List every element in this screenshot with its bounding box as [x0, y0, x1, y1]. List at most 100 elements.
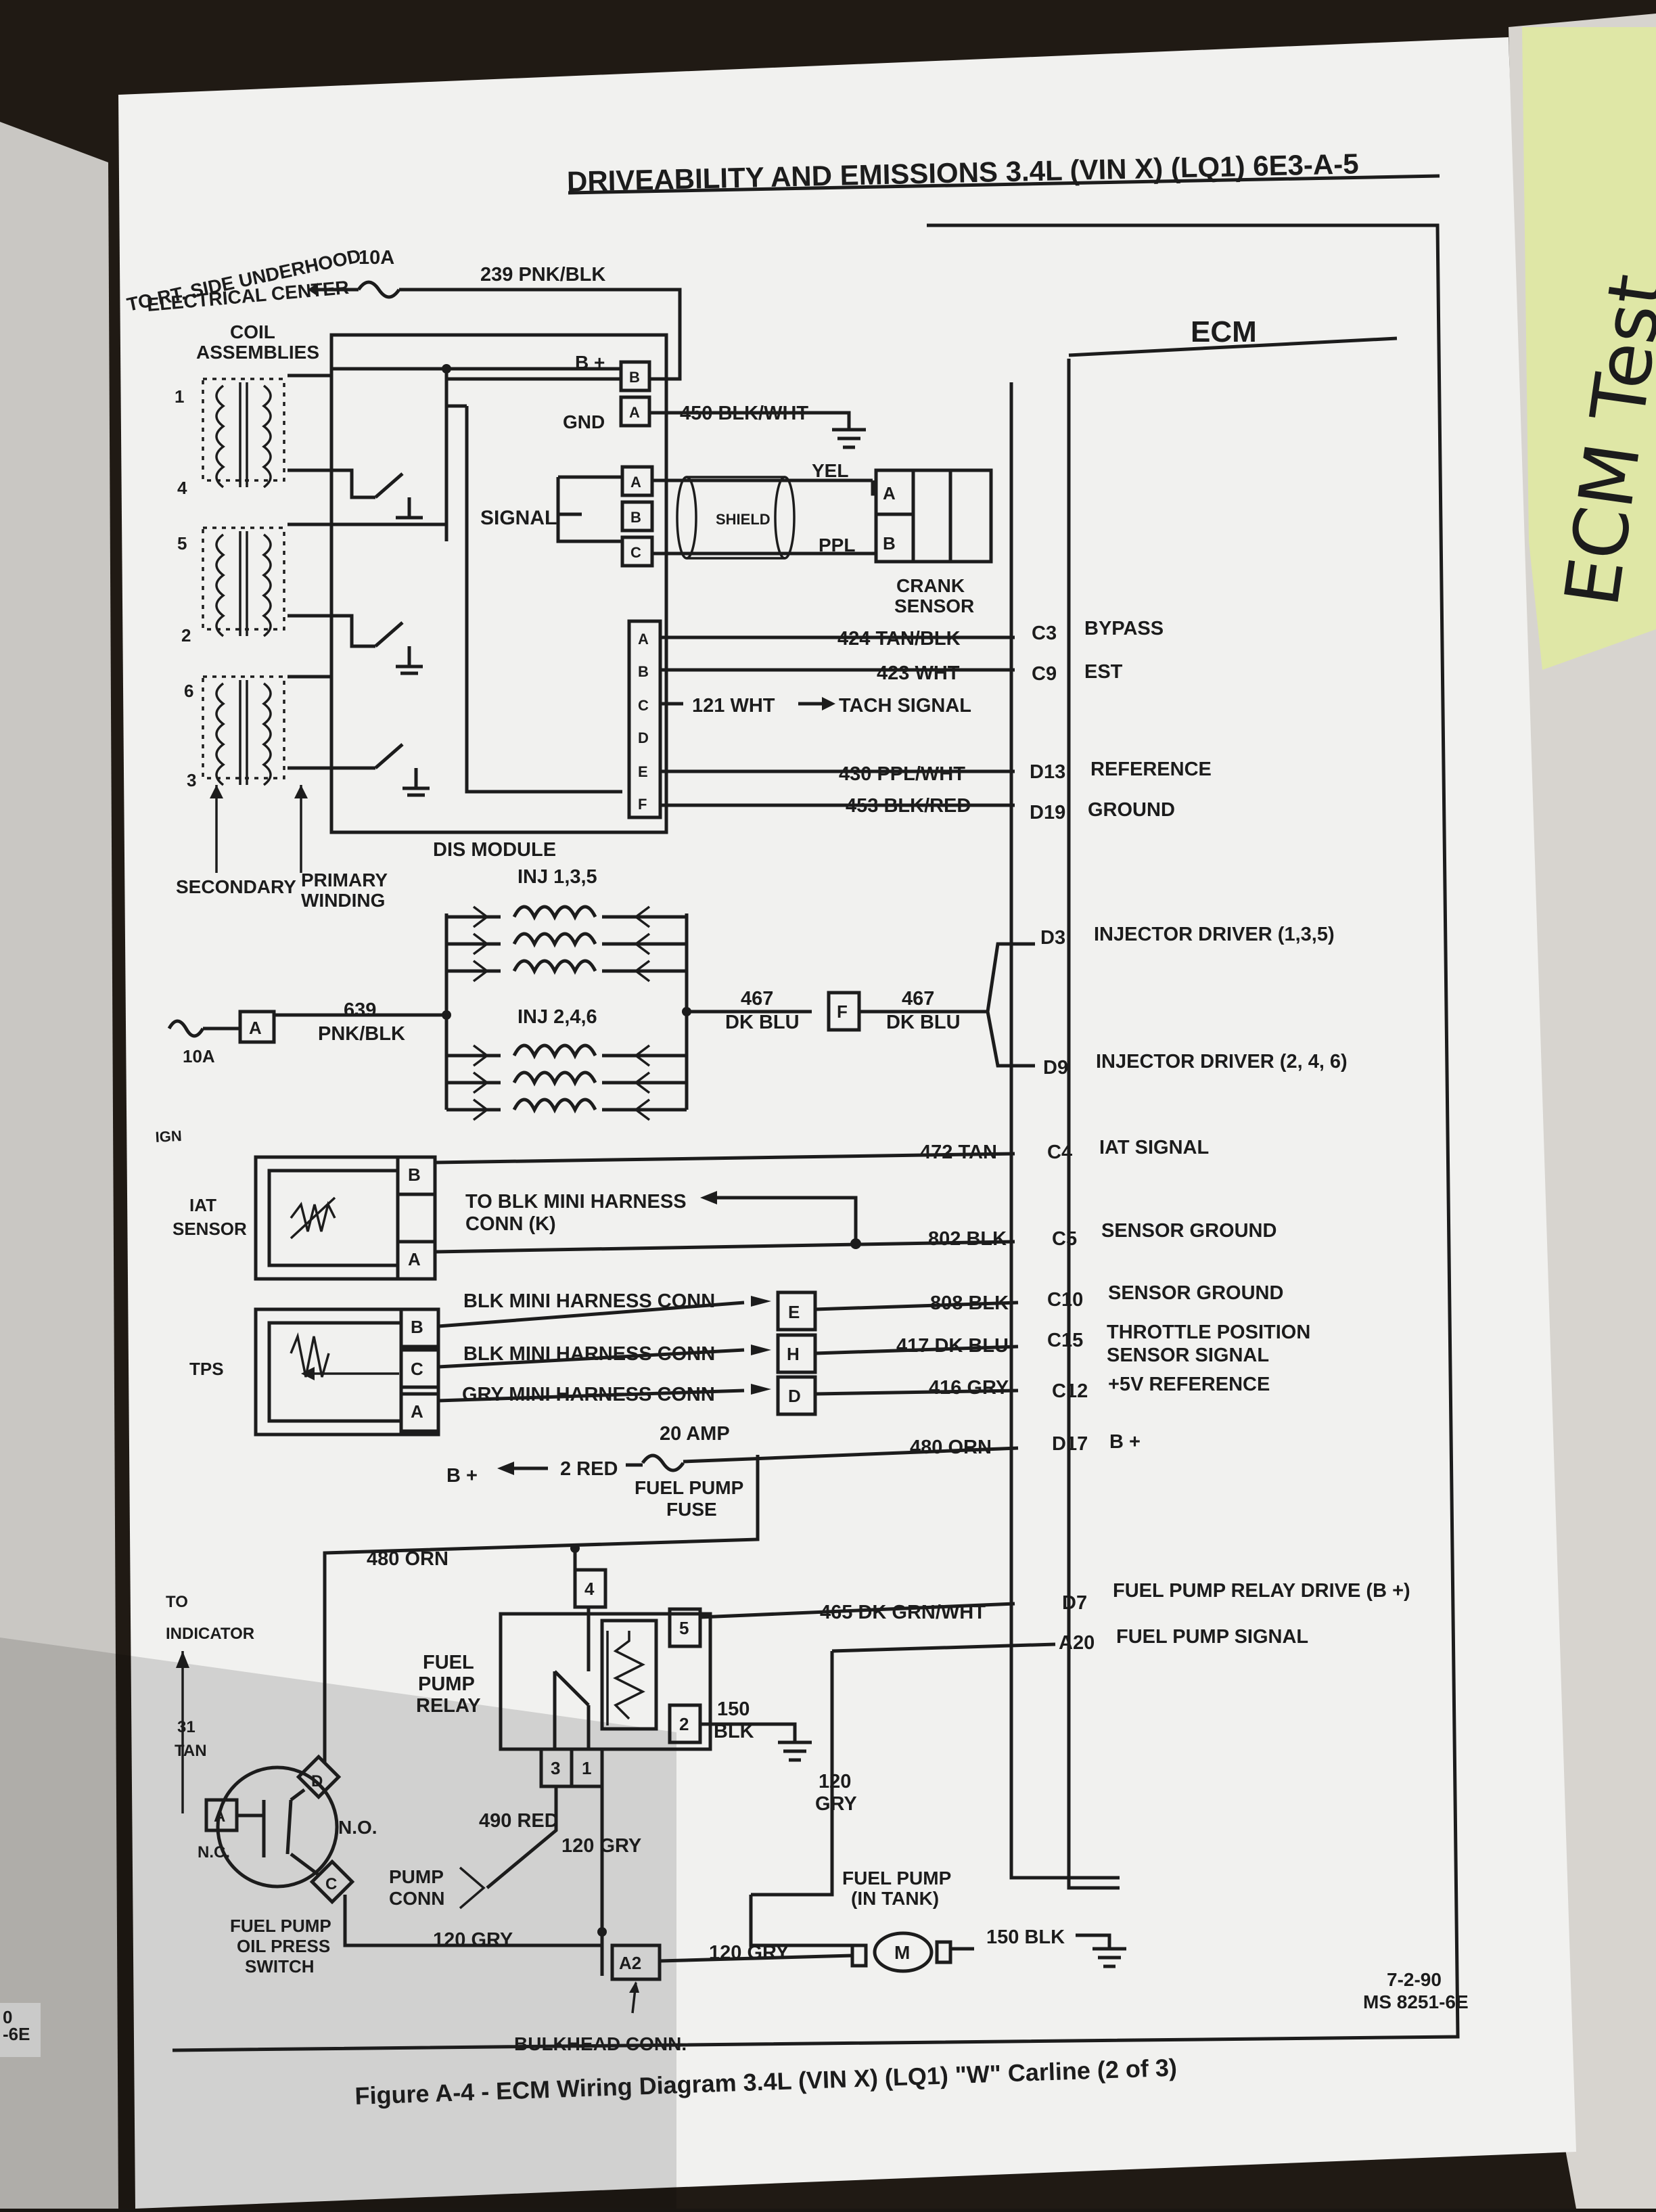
wire-639-b: PNK/BLK [318, 1023, 405, 1045]
wire-639-a: 639 [344, 999, 376, 1021]
pump-conn-label-2: CONN [389, 1888, 444, 1909]
wire-31: 31 [177, 1718, 196, 1736]
pin-c12: C12 [1052, 1380, 1088, 1402]
pin-c15-label-2: SENSOR SIGNAL [1107, 1345, 1269, 1366]
pin-d17-label: B + [1109, 1431, 1141, 1453]
pin-d9-label: INJECTOR DRIVER (2, 4, 6) [1096, 1051, 1348, 1073]
wire-453: 453 BLK/RED [846, 795, 971, 817]
coil-pos-1: 1 [175, 386, 184, 407]
dis-ecm-pin-a: A [638, 631, 649, 648]
winding-label: WINDING [301, 890, 385, 911]
pin-c15-label: THROTTLE POSITION [1107, 1322, 1310, 1343]
pin-a20-label: FUEL PUMP SIGNAL [1116, 1626, 1308, 1648]
tach-signal-label: TACH SIGNAL [839, 695, 971, 717]
fp-tank-label: FUEL PUMP [842, 1868, 951, 1889]
wire-450: 450 BLK/WHT [680, 403, 808, 424]
wire-430: 430 PPL/WHT [839, 763, 965, 785]
ops-no-label: N.O. [338, 1817, 377, 1838]
fuse-bplus-label: B + [446, 1465, 478, 1487]
injectors: INJ 1,3,5 INJ 2,4,6 F 467 D [155, 866, 1035, 1146]
shield-label: SHIELD [716, 511, 770, 528]
fuse-10a-label: 10A [359, 247, 394, 269]
primary-label: PRIMARY [301, 870, 388, 890]
fpops-label-2: OIL PRESS [237, 1936, 330, 1956]
pin-c9: C9 [1032, 663, 1057, 685]
pin-d19: D19 [1030, 802, 1065, 823]
pin-c9-label: EST [1084, 661, 1123, 683]
inj-246-label: INJ 2,4,6 [518, 1006, 597, 1028]
blk-mini-harness-conn-2: BLK MINI HARNESS CONN [463, 1343, 715, 1365]
oil-pressure-switch: TO INDICATOR 31 TAN A D C N.O. N.C. FUEL… [166, 1593, 641, 1977]
crank-sensor: SHIELD YEL PPL A B CRANK SENSOR [652, 460, 993, 616]
fuel-pump-fuse-label: FUEL PUMP [635, 1477, 743, 1498]
dis-ecm-pin-d: D [638, 729, 649, 746]
wire-yel: YEL [812, 460, 848, 481]
diagram-frame [172, 223, 1460, 2052]
ops-pin-d: D [311, 1772, 323, 1790]
tps-conn-e: E [788, 1302, 800, 1322]
dis-module: DIS MODULE B + GND SIGNAL [329, 333, 668, 861]
fp-tank-label-2: (IN TANK) [851, 1888, 939, 1909]
ecm-block: ECM [1009, 315, 1398, 1890]
tps-pin-c: C [411, 1359, 423, 1379]
dis-ecm-pin-b: B [638, 663, 649, 680]
dis-switch-3 [331, 743, 430, 797]
ign-label: IGN [155, 1127, 182, 1146]
wire-480-ecm: 480 ORN [910, 1437, 992, 1458]
ops-pin-a: A [214, 1807, 225, 1826]
iat-pin-a: A [408, 1249, 421, 1269]
wire-424: 424 TAN/BLK [837, 628, 961, 650]
wire-467-d: DK BLU [886, 1012, 961, 1033]
pin-d13-label: REFERENCE [1090, 759, 1212, 780]
blk-mini-conn-k-label: CONN (K) [465, 1213, 556, 1235]
dis-ecm-wires: 424 TAN/BLK 423 WHT 121 WHT TACH SIGNAL … [660, 628, 1015, 817]
pin-c15: C15 [1047, 1330, 1083, 1351]
pin-c12-label: +5V REFERENCE [1108, 1374, 1270, 1395]
pin-d7: D7 [1062, 1592, 1087, 1614]
dis-crank-pin-c: C [630, 544, 641, 561]
pin-c10: C10 [1047, 1289, 1083, 1311]
wire-239: 239 PNK/BLK [480, 264, 605, 286]
pin-c5: C5 [1052, 1228, 1077, 1250]
wire-465: 465 DK GRN/WHT [820, 1602, 986, 1623]
left-margin-text-1: 0 [3, 2007, 12, 2027]
bulkhead-a2: A2 [619, 1953, 641, 1973]
dis-signal-label: SIGNAL [480, 507, 557, 529]
fuel-pump-relay: 4 5 2 3 1 465 DK GRN/WHT 150 BLK FUEL PU… [416, 1568, 1056, 1897]
ops-nc-label: N.C. [198, 1843, 230, 1861]
dis-pin-b: B [629, 369, 640, 386]
pin-d7-label: FUEL PUMP RELAY DRIVE (B +) [1113, 1580, 1410, 1602]
crank-sensor-label: CRANK [896, 575, 965, 596]
wire-120-signal-b: GRY [815, 1793, 857, 1815]
sticky-note [1522, 27, 1656, 670]
pin-d17: D17 [1052, 1433, 1088, 1455]
inj-135-label: INJ 1,3,5 [518, 866, 597, 888]
wire-120-relay: 120 GRY [561, 1835, 641, 1857]
coil-pos-4: 4 [177, 478, 187, 498]
fuel-pump-relay-label-3: RELAY [416, 1695, 481, 1717]
wire-472: 472 TAN [920, 1142, 997, 1163]
wire-120-ops: 120 GRY [433, 1929, 513, 1951]
iat-sensor: IAT SENSOR B A 472 TAN 802 BLK TO BLK MI… [172, 1142, 1015, 1281]
wire-467-c: 467 [902, 988, 934, 1010]
secondary-label: SECONDARY [176, 876, 296, 897]
wire-31-tan: TAN [175, 1742, 207, 1760]
relay-pin-1: 1 [582, 1758, 591, 1778]
iat-sensor-label: SENSOR [172, 1219, 247, 1239]
dis-pin-a: A [629, 404, 640, 421]
ecm-pin-list: C3 BYPASS C9 EST D13 REFERENCE D19 GROUN… [1030, 618, 1410, 1654]
crank-sensor-label-2: SENSOR [894, 595, 974, 616]
dis-crank-pin-b: B [630, 509, 641, 526]
dis-ecm-pin-f: F [638, 796, 647, 813]
wire-467-a: 467 [741, 988, 773, 1010]
dis-switch-2 [331, 614, 423, 675]
bulkhead-conn-label: BULKHEAD CONN. [514, 2033, 687, 2054]
dis-crank-pin-a: A [630, 474, 641, 491]
pin-d19-label: GROUND [1088, 799, 1175, 821]
pin-d9: D9 [1043, 1057, 1068, 1079]
fpops-label-3: SWITCH [245, 1956, 315, 1977]
wire-121: 121 WHT [692, 695, 775, 717]
pin-d3-label: INJECTOR DRIVER (1,3,5) [1094, 924, 1335, 945]
fuel-pump-fuse: B + 2 RED 20 AMP FUEL PUMP FUSE 480 ORN … [323, 1423, 1019, 1759]
